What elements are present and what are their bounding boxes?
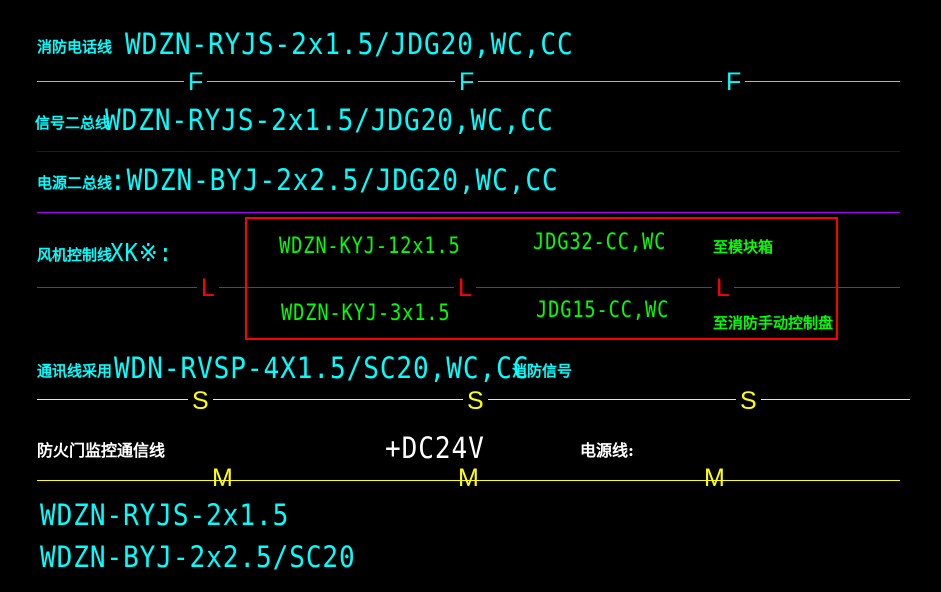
fan-control-marker-1: L bbox=[197, 276, 219, 301]
fire-phone-marker-1: F bbox=[184, 70, 208, 95]
power-bus-spec: :WDZN-BYJ-2x2.5/JDG20,WC,CC bbox=[110, 163, 559, 197]
fire-door-line bbox=[37, 480, 900, 481]
fire-phone-spec: WDZN-RYJS-2x1.5/JDG20,WC,CC bbox=[125, 27, 574, 61]
comm-label: 通讯线采用 bbox=[37, 362, 113, 380]
signal-bus-line bbox=[37, 151, 900, 152]
signal-bus-label: 信号二总线 bbox=[35, 114, 111, 132]
fire-phone-label: 消防电话线 bbox=[37, 38, 113, 56]
fire-door-spec-1: WDZN-RYJS-2x1.5 bbox=[40, 498, 290, 532]
signal-bus-spec: WDZN-RYJS-2x1.5/JDG20,WC,CC bbox=[105, 103, 554, 137]
comm-marker-1: S bbox=[188, 389, 213, 414]
fire-phone-marker-3: F bbox=[722, 70, 746, 95]
fan-row1-dest: 至模块箱 bbox=[713, 238, 774, 256]
power-bus-line bbox=[37, 212, 900, 213]
comm-marker-3: S bbox=[736, 389, 761, 414]
fan-control-marker-3: L bbox=[712, 276, 734, 301]
fire-door-label: 防火门监控通信线 bbox=[37, 441, 166, 460]
fan-row2-conduit: JDG15-CC,WC bbox=[536, 298, 670, 323]
fire-door-marker-3: M bbox=[704, 464, 725, 492]
fan-control-code: XK※: bbox=[110, 238, 174, 267]
power-bus-label: 电源二总线 bbox=[37, 174, 113, 192]
fan-row2-cable: WDZN-KYJ-3x1.5 bbox=[281, 301, 451, 326]
fan-row1-conduit: JDG32-CC,WC bbox=[533, 230, 667, 255]
comm-suffix: 消防信号 bbox=[512, 362, 573, 380]
fan-control-box bbox=[245, 217, 838, 340]
comm-marker-2: S bbox=[463, 389, 488, 414]
fire-door-spec-2: WDZN-BYJ-2x2.5/SC20 bbox=[40, 540, 356, 574]
fire-door-power-label: 电源线: bbox=[580, 441, 634, 460]
fan-row2-dest: 至消防手动控制盘 bbox=[713, 314, 834, 332]
comm-spec: WDN-RVSP-4X1.5/SC20,WC,CC bbox=[114, 351, 530, 385]
fire-door-marker-1: M bbox=[212, 464, 233, 492]
fan-control-label: 风机控制线 bbox=[37, 246, 113, 264]
fan-row1-cable: WDZN-KYJ-12x1.5 bbox=[279, 234, 461, 259]
fire-phone-marker-2: F bbox=[455, 70, 479, 95]
fan-control-marker-2: L bbox=[454, 276, 476, 301]
fire-door-marker-2: M bbox=[458, 464, 479, 492]
fire-door-voltage: +DC24V bbox=[385, 431, 485, 465]
